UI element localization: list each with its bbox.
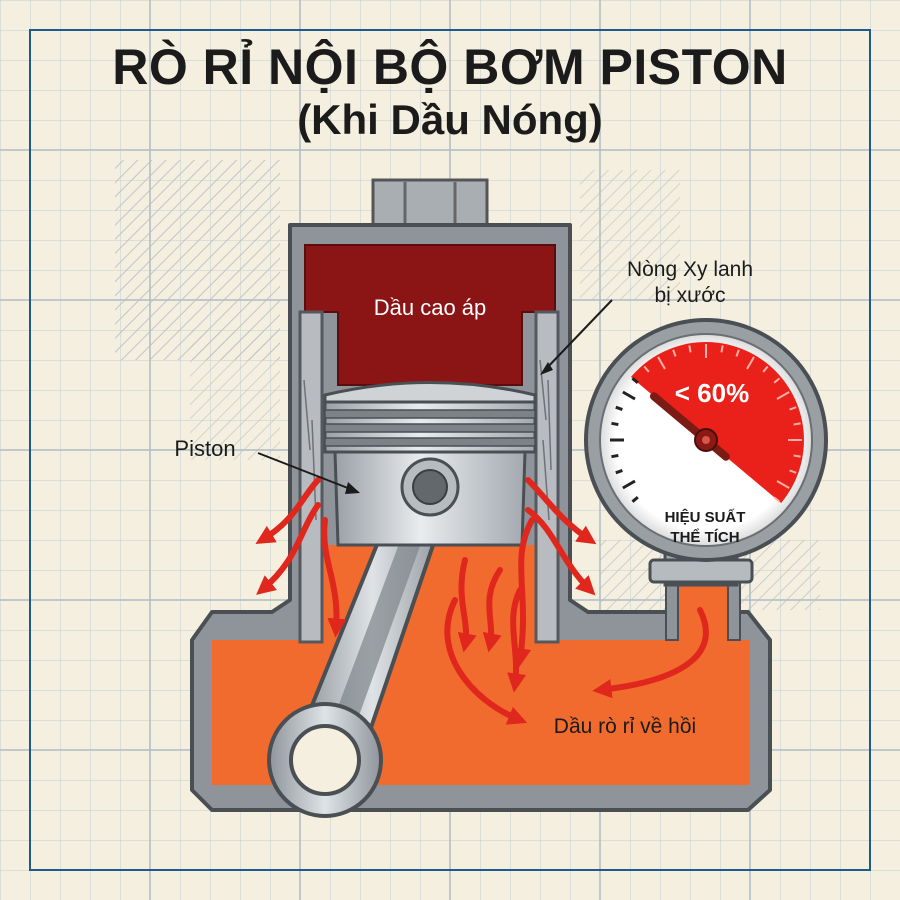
gauge-tick [773, 496, 781, 503]
gauge-value-text: < 60% [675, 378, 749, 408]
high-pressure-oil-label: Dầu cao áp [374, 295, 487, 320]
frame-border [29, 29, 871, 871]
gauge-tick [776, 480, 790, 489]
leak-arrows [255, 477, 709, 725]
connecting-rod [267, 498, 447, 818]
gauge-tick [611, 421, 619, 427]
gauge-tick [688, 345, 692, 353]
gauge-tick [746, 356, 755, 370]
gauge-tick [720, 345, 724, 353]
gauge-tick [622, 390, 636, 401]
gauge-label-line1: HIỆU SUẤT [665, 508, 746, 526]
cylinder-leader-line [542, 299, 613, 373]
gauge-tick [793, 422, 801, 426]
piston-label: Piston [174, 436, 235, 461]
cylinder-label-line1: Nòng Xy lanh [627, 258, 753, 281]
piston-leader-line [257, 452, 359, 493]
gauge-tick [793, 454, 801, 458]
gauge-label-line2: THỂ TÍCH [670, 528, 739, 546]
gauge-tick [611, 453, 619, 459]
efficiency-gauge [584, 318, 828, 587]
cylinder-label-line2: bị xước [654, 284, 725, 307]
hatched-zones [115, 160, 820, 610]
gauge-tick [631, 377, 639, 384]
gauge-tick [762, 365, 769, 373]
gauge-red-zone [630, 342, 804, 503]
gauge-tick [789, 406, 797, 411]
gauge-tick [622, 479, 636, 490]
gauge-tick [672, 349, 677, 357]
gauge-tick [773, 377, 781, 384]
title-line1: RÒ RỈ NỘI BỘ BƠM PISTON [112, 39, 788, 95]
gauge-tick [631, 496, 639, 503]
gauge-tick [789, 469, 797, 474]
gauge-tick [735, 349, 740, 357]
gauge-tick [776, 391, 790, 400]
gauge-tick [615, 405, 623, 411]
gauge-tick [643, 365, 650, 373]
title-line2: (Khi Dầu Nóng) [297, 96, 603, 143]
gauge-tick [657, 356, 666, 370]
gauge-tick [615, 469, 623, 475]
piston-body [323, 381, 537, 547]
return-oil-label: Dầu rò rỉ về hồi [554, 715, 696, 738]
